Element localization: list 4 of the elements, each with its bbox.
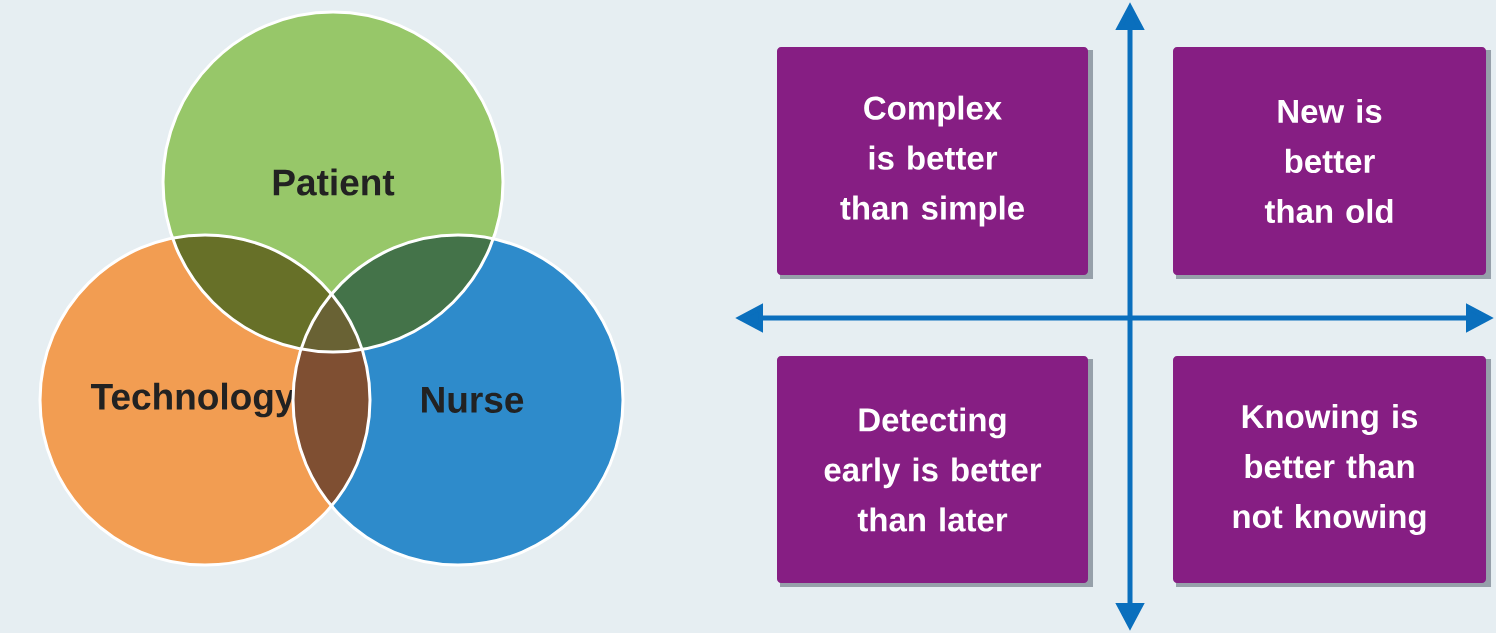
quadrant-box: Knowing is better than not knowing: [1173, 356, 1491, 587]
quadrant-box: Complex is better than simple: [777, 47, 1093, 279]
quadrant-box: Detecting early is better than later: [777, 356, 1093, 587]
quadrant-box: New is better than old: [1173, 47, 1491, 279]
